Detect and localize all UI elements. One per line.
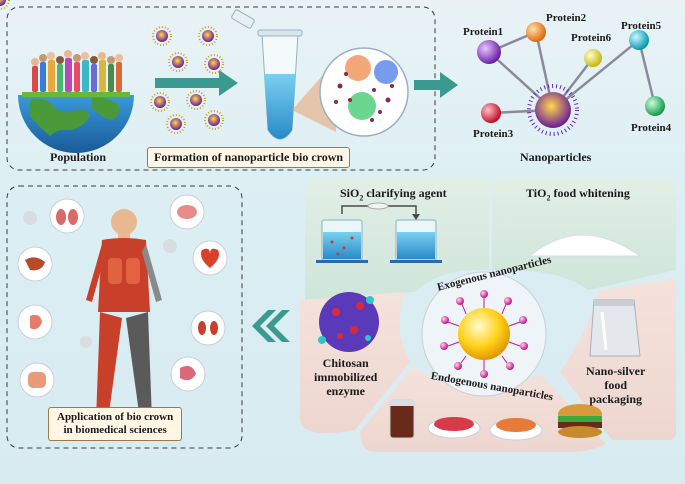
silver-line2: food [604, 378, 627, 392]
protein4-label: Protein4 [631, 122, 672, 134]
arrow-to-proteins-icon [414, 72, 458, 98]
gear-icon [23, 211, 177, 348]
brain-icon [177, 205, 197, 219]
chitosan-line2: immobilized [314, 370, 378, 384]
chitosan-line3: enzyme [326, 384, 365, 398]
meat-plate-icon [427, 417, 481, 439]
protein-nanoparticle-icon [527, 84, 579, 136]
population-label: Population [50, 150, 107, 164]
heart-icon [201, 248, 219, 268]
intestine-icon [28, 372, 46, 388]
top-dashed-box [6, 6, 436, 171]
burger-icon [558, 404, 602, 438]
application-caption: Application of bio crown in biomedical s… [48, 407, 183, 441]
chitosan-line1: Chitosan [322, 356, 369, 370]
chitosan-enzyme-icon [318, 292, 379, 352]
organ-icon [180, 366, 196, 381]
sio2-suffix: clarifying agent [363, 186, 447, 200]
protein1-sphere-icon [477, 40, 501, 64]
protein3-label: Protein3 [473, 128, 514, 140]
sio2-subscript: 2 [359, 193, 364, 203]
liver-icon [25, 257, 45, 271]
protein3-sphere-icon [481, 103, 501, 123]
shrimp-plate-icon [489, 418, 543, 441]
lungs-icon [56, 209, 78, 225]
powder-pile-icon [528, 234, 642, 257]
population-people-icon [31, 50, 123, 92]
silver-package-icon [589, 299, 641, 357]
test-tube-icon [231, 9, 303, 140]
silver-line3: packaging [589, 392, 642, 406]
protein1-label: Protein1 [463, 26, 504, 38]
tio2-subscript: 2 [546, 193, 551, 203]
silver-label: Nano-silver food packaging [586, 364, 645, 406]
nanoparticles-label: Nanoparticles [520, 150, 592, 164]
protein5-sphere-icon [629, 30, 649, 50]
beaker-icon [316, 202, 442, 263]
sio2-prefix: SiO [340, 186, 360, 200]
application-caption-line1: Application of bio crown [57, 411, 174, 423]
protein2-sphere-icon [526, 22, 546, 42]
right-panel-background [300, 178, 676, 452]
earth-globe-icon [18, 92, 134, 153]
protein6-label: Protein6 [571, 32, 612, 44]
stomach-icon [30, 314, 42, 330]
arrow-to-tube-icon [155, 70, 238, 96]
protein5-label: Protein5 [621, 20, 662, 32]
bio-crown-label: Formation of nanoparticle bio crown [147, 147, 351, 168]
scattered-nanoparticles-icon [0, 0, 224, 134]
protein2-label: Protein2 [546, 12, 587, 24]
kidneys-icon [198, 321, 218, 335]
tio2-label: TiO2 food whitening [526, 186, 630, 202]
sio2-label: SiO2 clarifying agent [340, 186, 447, 202]
double-chevron-left-icon [252, 310, 290, 342]
drink-glass-icon [389, 399, 415, 439]
chitosan-label: Chitosan immobilized enzyme [314, 356, 377, 398]
protein4-sphere-icon [645, 96, 665, 116]
silver-line1: Nano-silver [586, 364, 646, 378]
tio2-suffix: food whitening [550, 186, 630, 200]
tio2-prefix: TiO [526, 186, 547, 200]
protein6-sphere-icon [584, 49, 602, 67]
magnified-bio-crown-icon [319, 47, 409, 137]
human-body-icon [86, 209, 162, 420]
application-caption-line2: in biomedical sciences [63, 424, 167, 436]
central-nanoparticle-icon [421, 271, 547, 397]
